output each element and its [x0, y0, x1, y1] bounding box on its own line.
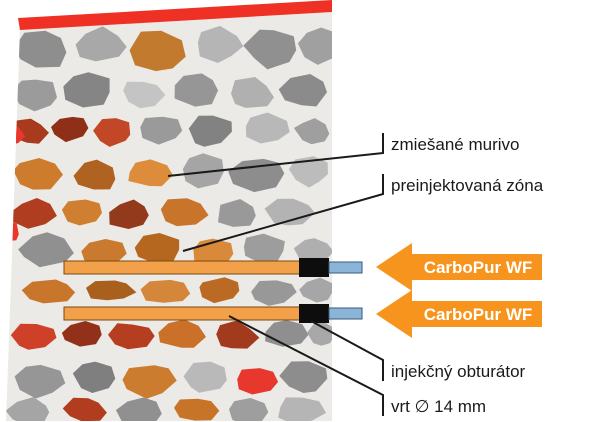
- stone: [115, 397, 162, 421]
- stone: [251, 280, 297, 306]
- leader-mixed-masonry: [167, 133, 384, 177]
- stone: [279, 361, 328, 393]
- stone: [158, 319, 206, 348]
- stone: [73, 159, 116, 190]
- stone: [140, 279, 191, 303]
- stone: [216, 320, 260, 349]
- stone: [108, 323, 155, 350]
- leader-injection-packer: [310, 320, 384, 381]
- masonry-wall: [6, 0, 332, 421]
- stone: [51, 116, 89, 143]
- left-arrow-icon: [376, 243, 542, 291]
- stone: [278, 74, 327, 107]
- stone: [160, 198, 209, 227]
- stone: [297, 27, 332, 65]
- stone: [231, 77, 274, 108]
- leader-borehole: [228, 315, 384, 416]
- stone: [6, 397, 50, 421]
- stone: [243, 29, 297, 70]
- stone: [128, 159, 173, 187]
- roof-red-stripe: [18, 0, 332, 30]
- stone: [182, 153, 224, 189]
- packer-1: [299, 258, 329, 277]
- stone: [13, 158, 63, 190]
- stone: [18, 232, 74, 268]
- injection-tube-1: [63, 258, 363, 277]
- stone: [245, 112, 290, 144]
- stone: [13, 30, 67, 68]
- label-preinjected-zone: preinjektovaná zóna: [391, 176, 544, 195]
- stone: [183, 361, 227, 393]
- stone: [61, 199, 102, 226]
- carbopur-arrow-1: CarboPur WF: [376, 243, 542, 291]
- stone: [140, 116, 183, 145]
- stone: [278, 397, 327, 421]
- stone: [288, 156, 328, 188]
- stone: [174, 398, 220, 421]
- stone: [93, 118, 131, 147]
- stone: [6, 221, 19, 241]
- stone: [264, 198, 315, 226]
- stone: [134, 233, 180, 265]
- stone: [129, 30, 186, 72]
- stone: [307, 321, 332, 346]
- injection-tube-2: [63, 304, 363, 323]
- carbopur-label-1: CarboPur WF: [424, 258, 533, 277]
- stone: [122, 365, 177, 399]
- stone: [197, 25, 244, 63]
- stone: [293, 238, 332, 263]
- stone: [72, 361, 116, 393]
- packer-tip-1: [328, 261, 363, 274]
- labels: zmiešané murivo preinjektovaná zóna inje…: [391, 135, 544, 416]
- stone: [123, 81, 166, 109]
- label-mixed-masonry: zmiešané murivo: [391, 135, 520, 154]
- carbopur-arrow-2: CarboPur WF: [376, 290, 542, 338]
- stone: [229, 398, 269, 421]
- stone: [243, 233, 285, 264]
- stone: [86, 280, 137, 301]
- stone: [10, 198, 57, 229]
- stone: [299, 277, 332, 303]
- stone: [81, 239, 127, 267]
- stone: [293, 118, 330, 145]
- label-borehole: vrt ∅ 14 mm: [391, 397, 486, 416]
- stone: [237, 368, 279, 395]
- carbopur-label-2: CarboPur WF: [424, 305, 533, 324]
- stone-pattern: [6, 25, 332, 421]
- stone: [199, 277, 240, 304]
- stone: [21, 279, 76, 304]
- leader-lines: [167, 133, 384, 416]
- stone: [174, 73, 219, 107]
- stone: [75, 26, 127, 62]
- packer-2: [299, 304, 329, 323]
- label-injection-packer: injekčný obturátor: [391, 362, 526, 381]
- stone: [62, 397, 107, 421]
- stone: [63, 72, 110, 108]
- stone: [188, 115, 232, 147]
- leader-preinjected-zone: [182, 174, 384, 252]
- left-arrow-icon: [376, 290, 542, 338]
- packer-tip-2: [328, 307, 363, 320]
- stone: [14, 364, 66, 399]
- stone: [11, 79, 57, 112]
- borehole-tube-2: [63, 306, 303, 321]
- stone: [10, 323, 57, 350]
- stone: [218, 199, 256, 227]
- stone: [61, 321, 102, 347]
- stone: [109, 199, 149, 229]
- borehole-tube-1: [63, 260, 303, 275]
